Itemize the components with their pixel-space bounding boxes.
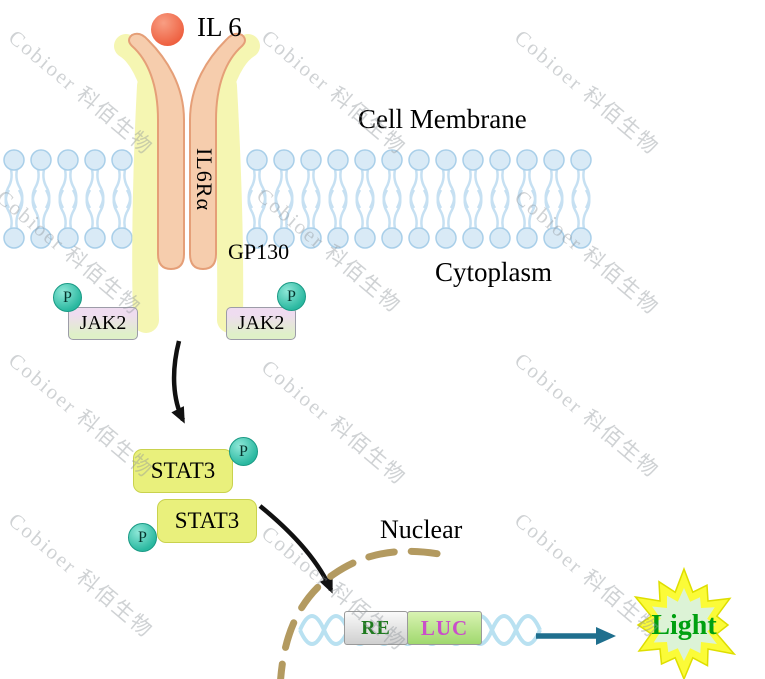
- stat3-lower-box: STAT3: [157, 499, 257, 543]
- gp130-chains: [114, 34, 260, 333]
- phospho-badge-stat3-lower: P: [128, 523, 157, 552]
- gp130-label: GP130: [228, 239, 290, 264]
- output-arrow: [536, 627, 616, 645]
- il6ra-label: IL6Rα: [192, 148, 217, 211]
- jak2-right-box: JAK2: [226, 307, 296, 340]
- phospho-badge-jak2-left: P: [53, 283, 82, 312]
- il6-ligand: [151, 13, 184, 46]
- luciferase-box: LUC: [407, 611, 482, 645]
- cell-membrane-label: Cell Membrane: [358, 104, 527, 134]
- signal-arrow-stat3-to-nucleus: [258, 504, 334, 594]
- il6ra-right-subunit: [189, 32, 246, 271]
- il6-label: IL 6: [197, 12, 242, 42]
- light-label: Light: [651, 610, 717, 641]
- gp130-right-flare: [208, 34, 260, 104]
- il6-receptor-subunits: [128, 32, 246, 271]
- stat3-upper-box: STAT3: [133, 449, 233, 493]
- gp130-right-chain: [211, 73, 244, 333]
- light-burst-inner: [652, 588, 717, 661]
- il6ra-left-subunit: [128, 32, 185, 271]
- phospho-badge-jak2-right: P: [277, 282, 306, 311]
- lipid-bilayer: [2, 148, 593, 250]
- phospho-badge-stat3-upper: P: [229, 437, 258, 466]
- cytoplasm-label: Cytoplasm: [435, 257, 553, 287]
- response-element-box: RE: [344, 611, 408, 645]
- jak2-left-box: JAK2: [68, 307, 138, 340]
- light-burst: [633, 566, 737, 679]
- nuclear-label: Nuclear: [380, 515, 463, 544]
- nuclear-membrane-arc: [277, 547, 454, 679]
- gp130-left-chain: [132, 73, 163, 333]
- gp130-left-flare: [114, 34, 166, 104]
- signal-arrow-membrane-to-stat3: [171, 340, 186, 424]
